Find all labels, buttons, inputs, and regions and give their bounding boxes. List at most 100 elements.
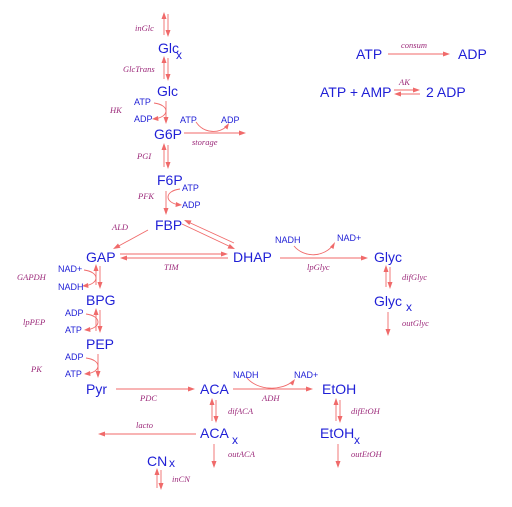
subscript-x: x [354,433,360,447]
metabolite-pyr: Pyr [86,381,107,397]
cofactor-nadh: NADH [233,370,259,380]
arrowhead [163,208,169,215]
enzyme-inglc: inGlc [135,23,154,33]
metabolite-glc-external: Glc [158,40,179,56]
arrowhead [163,117,169,124]
cofactor-atp: ATP [65,325,82,335]
arrowhead [165,74,171,81]
arrowhead [98,431,105,437]
metabolite-atp-amp: ATP + AMP [320,84,391,100]
cofactor-adp: ADP [65,352,84,362]
enzyme-pdc: PDC [139,393,157,403]
enzyme-difglyc: difGlyc [402,272,427,282]
metabolite-gap: GAP [86,249,116,265]
arrowhead [165,162,171,169]
pfk-cofactor-curve [167,188,181,206]
gapdh-cofactor-curve [83,269,97,287]
cofactor-atp: ATP [65,369,82,379]
arrowhead [413,87,420,93]
enzyme-lpglyc: lpGlyc [307,262,330,272]
arrowhead [97,326,103,333]
enzyme-lacto: lacto [136,420,153,430]
arrowhead [84,327,91,332]
metabolite-aca-external: ACA [200,425,229,441]
ald-arrow-reverse [185,220,235,244]
hk-cofactor-curve [153,102,167,120]
metabolite-etoh-external: EtOH [320,425,354,441]
arrowhead [113,243,121,249]
arrowhead [385,329,391,336]
metabolite-2adp: 2 ADP [426,84,466,100]
metabolite-etoh: EtOH [322,381,356,397]
arrowhead [394,91,401,97]
enzyme-pgi: PGI [136,151,152,161]
enzyme-incn: inCN [172,474,191,484]
arrowhead [211,461,217,468]
arrowhead [84,371,91,376]
metabolite-aca: ACA [200,381,229,397]
enzyme-glctrans: GlcTrans [123,64,155,74]
enzyme-lppep: lpPEP [23,317,45,327]
arrowhead [227,244,235,249]
arrowhead [335,461,341,468]
arrowhead [161,56,167,63]
cofactor-adp: ADP [134,114,153,124]
enzyme-difetoh: difEtOH [351,406,381,416]
arrowhead [120,255,127,261]
metabolite-glyc-external: Glyc [374,293,402,309]
arrowhead [152,116,159,121]
arrowhead [93,308,99,315]
subscript-x: x [176,48,182,62]
arrowhead [184,220,192,225]
arrowhead [221,251,228,257]
lpglyc-cofactor-curve [293,243,335,256]
metabolite-bpg: BPG [86,292,116,308]
arrowhead [306,386,313,392]
cofactor-adp: ADP [221,115,240,125]
arrowhead [161,12,167,19]
arrowhead [154,468,160,475]
cofactor-adp: ADP [182,200,201,210]
enzyme-outaca: outACA [228,449,256,459]
enzyme-hk: HK [109,105,123,115]
arrowhead [239,130,246,136]
enzyme-storage: storage [192,137,218,147]
metabolite-pep: PEP [86,336,114,352]
cofactor-nad: NAD+ [337,233,361,243]
subscript-x: x [232,433,238,447]
enzyme-difaca: difACA [228,406,254,416]
metabolite-glyc: Glyc [374,249,402,265]
arrowhead [333,398,339,405]
metabolite-atp: ATP [356,46,382,62]
arrowhead [175,202,182,207]
enzyme-outetoh: outEtOH [351,449,383,459]
arrowhead [209,398,215,405]
metabolite-dhap: DHAP [233,249,272,265]
metabolite-glc: Glc [157,83,178,99]
cofactor-nadh: NADH [58,282,84,292]
cofactor-adp: ADP [65,308,84,318]
arrowhead [383,265,389,272]
arrowhead [97,282,103,289]
cofactor-atp: ATP [180,115,197,125]
enzyme-pk: PK [30,364,43,374]
arrowhead [95,371,101,378]
enzyme-tim: TIM [164,262,180,272]
arrowhead [165,30,171,37]
subscript-x: x [169,456,175,470]
arrowhead [213,416,219,423]
arrowhead [443,51,450,57]
enzyme-outglyc: outGlyc [402,318,429,328]
metabolite-adp: ADP [458,46,487,62]
ald-arrow-to-dhap [181,223,234,249]
cofactor-nad: NAD+ [294,370,318,380]
enzyme-pfk: PFK [137,191,155,201]
arrowhead [289,379,295,386]
cofactor-atp: ATP [182,183,199,193]
metabolite-f6p: F6P [157,172,183,188]
metabolite-fbp: FBP [155,217,182,233]
cofactor-nad: NAD+ [58,264,82,274]
enzyme-ak: AK [398,77,411,87]
arrowhead [188,386,195,392]
